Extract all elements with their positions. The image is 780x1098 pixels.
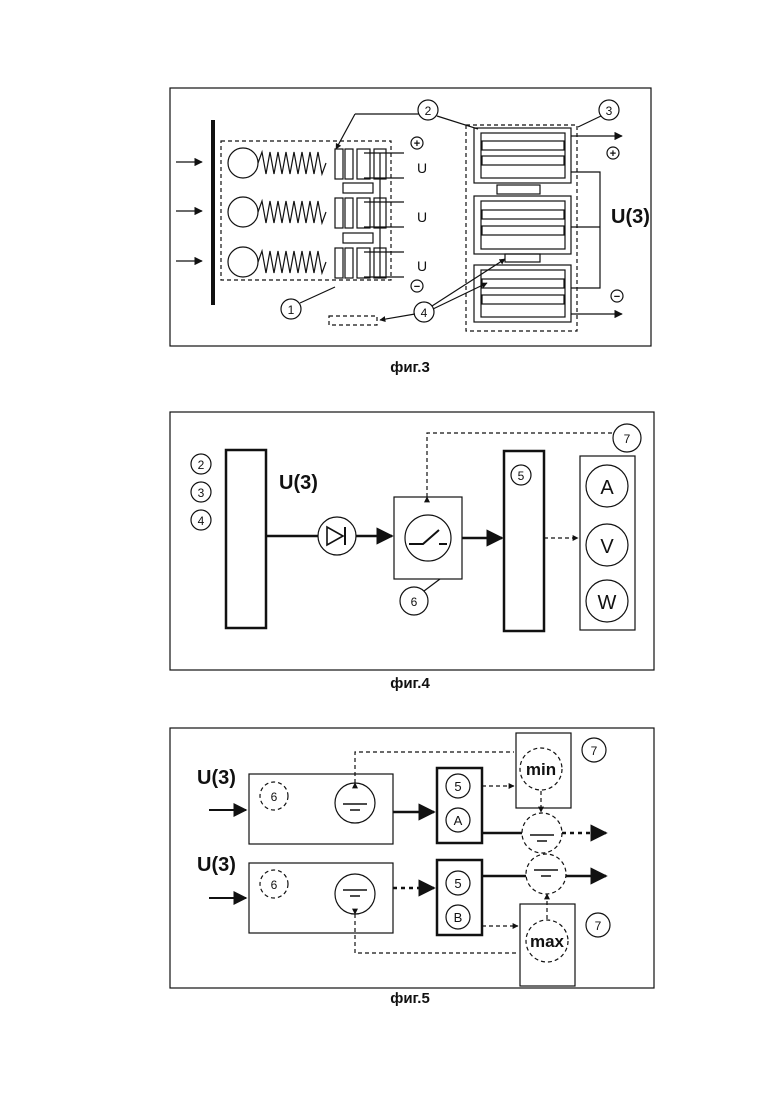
svg-text:4: 4 xyxy=(198,514,205,528)
figure-3: U U U + − xyxy=(170,88,651,376)
hatched-spacer xyxy=(497,185,540,194)
voltage-label: U(3) xyxy=(197,854,236,876)
figure-5: U(3) 6 5 A min 7 U(3) 6 xyxy=(170,728,654,1007)
cell-stack xyxy=(474,196,571,254)
source-block xyxy=(226,450,266,628)
cell-stack xyxy=(474,265,571,322)
figure-caption: фиг.3 xyxy=(390,359,430,376)
voltage-label: U(3) xyxy=(279,472,318,494)
cell-stack xyxy=(474,128,571,183)
svg-text:6: 6 xyxy=(411,595,418,609)
piezo-plate xyxy=(335,149,343,179)
svg-text:2: 2 xyxy=(198,458,205,472)
spring xyxy=(258,152,326,174)
svg-text:A: A xyxy=(454,813,463,828)
voltage-label: U(3) xyxy=(611,206,650,228)
resonator-row xyxy=(228,247,386,278)
svg-text:V: V xyxy=(600,536,614,558)
fig5-frame xyxy=(170,728,654,988)
spring xyxy=(258,251,326,273)
module-1-boundary xyxy=(221,141,391,280)
svg-text:+: + xyxy=(610,148,616,160)
piezo-plate xyxy=(335,198,343,228)
u-mark: U xyxy=(417,209,427,225)
figure-4: 2 3 4 U(3) 6 5 7 A V W фиг.4 xyxy=(170,412,654,692)
hatched-spacer xyxy=(343,183,373,193)
hatched-spacer xyxy=(343,233,373,243)
diode-icon xyxy=(318,517,356,555)
block-6 xyxy=(249,774,393,844)
svg-text:7: 7 xyxy=(591,744,598,758)
svg-text:6: 6 xyxy=(271,878,278,892)
mass-circle xyxy=(228,197,258,227)
svg-text:3: 3 xyxy=(198,486,205,500)
svg-text:1: 1 xyxy=(288,303,295,317)
svg-text:max: max xyxy=(530,932,565,951)
svg-text:−: − xyxy=(614,291,620,303)
mass-circle xyxy=(228,148,258,178)
resonator-row xyxy=(228,148,386,179)
svg-text:6: 6 xyxy=(271,790,278,804)
comparator-icon xyxy=(335,874,375,914)
svg-text:7: 7 xyxy=(595,919,602,933)
piezo-plate xyxy=(335,248,343,278)
comparator-icon xyxy=(526,854,566,894)
svg-text:B: B xyxy=(454,910,463,925)
svg-text:W: W xyxy=(598,592,617,614)
svg-text:5: 5 xyxy=(454,779,461,794)
svg-text:4: 4 xyxy=(421,306,428,320)
comparator-icon xyxy=(522,813,562,853)
svg-text:+: + xyxy=(414,138,420,150)
switch-icon xyxy=(405,515,451,561)
comparator-icon xyxy=(335,783,375,823)
spare-element xyxy=(329,316,377,325)
resonator-row xyxy=(228,197,386,228)
figure-caption: фиг.5 xyxy=(390,990,430,1007)
u-mark: U xyxy=(417,258,427,274)
svg-text:−: − xyxy=(414,281,420,293)
svg-text:7: 7 xyxy=(624,432,631,446)
svg-text:A: A xyxy=(600,477,614,499)
spring xyxy=(258,201,326,223)
svg-text:3: 3 xyxy=(606,104,613,118)
u-mark: U xyxy=(417,160,427,176)
svg-text:min: min xyxy=(526,760,556,779)
figure-caption: фиг.4 xyxy=(390,675,430,692)
svg-text:5: 5 xyxy=(454,876,461,891)
block-6 xyxy=(249,863,393,933)
hatched-spacer xyxy=(505,254,540,262)
svg-text:5: 5 xyxy=(518,469,525,483)
svg-text:2: 2 xyxy=(425,104,432,118)
voltage-label: U(3) xyxy=(197,767,236,789)
switch-block xyxy=(394,497,462,579)
mass-circle xyxy=(228,247,258,277)
